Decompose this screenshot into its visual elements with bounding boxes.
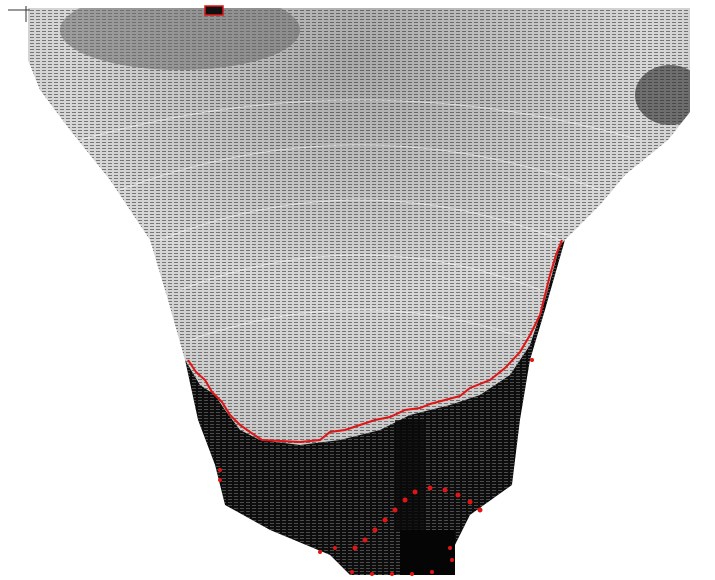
boundary-line (187, 239, 563, 444)
dark-region (185, 240, 565, 575)
marker-square (204, 5, 224, 16)
axis-marker (8, 6, 30, 22)
mesh-curves (79, 99, 641, 341)
boundary-dots (218, 358, 534, 576)
